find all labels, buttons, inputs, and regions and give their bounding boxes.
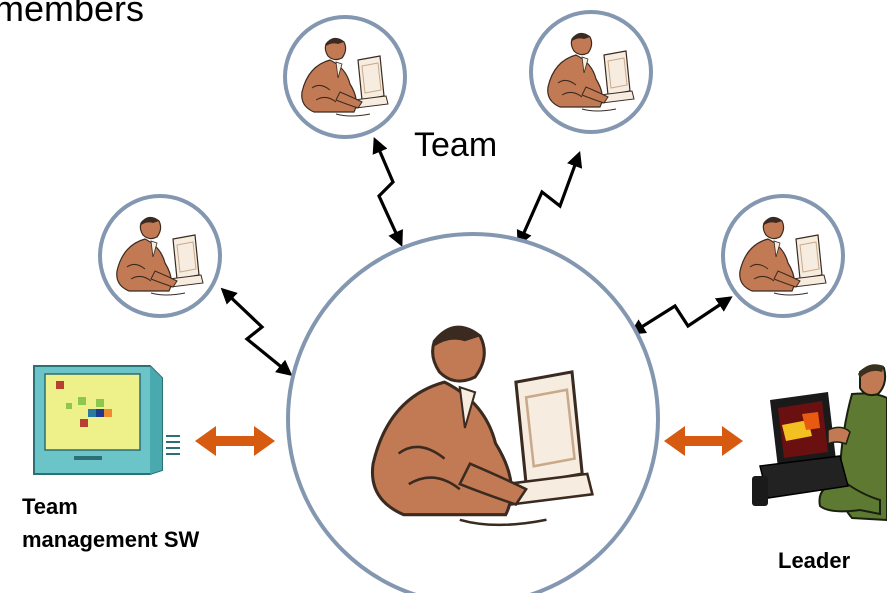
center-node bbox=[286, 232, 660, 593]
link-arrow-member-3 bbox=[220, 287, 293, 377]
software-label-line-2: management SW bbox=[22, 527, 200, 552]
member-node-3 bbox=[98, 194, 222, 318]
exchange-arrow-software bbox=[195, 426, 275, 456]
software-label-line-1: Team bbox=[22, 494, 78, 519]
member-node-4 bbox=[721, 194, 845, 318]
team-label: Team bbox=[414, 126, 498, 164]
software-label: Team management SW bbox=[22, 490, 199, 556]
leader-label: Leader bbox=[778, 548, 851, 573]
link-arrow-member-2 bbox=[516, 150, 583, 247]
computer-monitor-icon bbox=[33, 365, 180, 475]
soldier-with-laptop-icon bbox=[752, 364, 887, 522]
slide-title: members bbox=[0, 0, 145, 29]
exchange-arrow-leader bbox=[664, 426, 743, 456]
member-node-1 bbox=[283, 15, 407, 139]
link-arrow-member-4 bbox=[629, 296, 733, 335]
member-node-2 bbox=[529, 10, 653, 134]
link-arrow-member-1 bbox=[372, 137, 403, 247]
